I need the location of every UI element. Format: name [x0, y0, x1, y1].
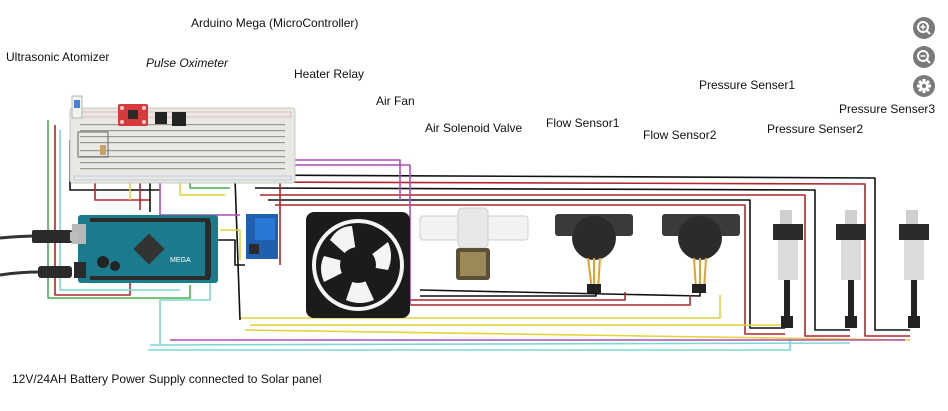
- settings-button[interactable]: [913, 75, 935, 97]
- wire: [244, 329, 911, 341]
- pressure-sensor1-label: Pressure Senser1: [699, 78, 796, 92]
- flow-sensor2-label: Flow Sensor2: [643, 128, 717, 142]
- wire: [275, 204, 785, 335]
- oximeter-label: Pulse Oximeter: [146, 56, 229, 70]
- atomizer-label: Ultrasonic Atomizer: [6, 50, 110, 64]
- flow-sensor-2: [662, 214, 740, 293]
- zoom-in-button[interactable]: [913, 17, 935, 39]
- wire: [244, 174, 910, 331]
- wire: [47, 120, 191, 299]
- pressure-sensor-3: [899, 210, 929, 328]
- wire: [220, 229, 241, 260]
- wire: [159, 280, 211, 345]
- wire: [260, 194, 850, 337]
- battery-label: 12V/24AH Battery Power Supply connected …: [12, 372, 322, 386]
- air-fan-label: Air Fan: [376, 94, 415, 108]
- wire: [419, 289, 701, 297]
- wire: [149, 342, 851, 346]
- wire: [254, 187, 850, 331]
- zoom-out-button[interactable]: [913, 46, 935, 68]
- wire: [268, 199, 785, 329]
- usb-cable: [0, 230, 78, 243]
- gear-icon: [917, 79, 931, 93]
- arduino-mega-board: MEGA: [72, 215, 218, 283]
- pulse-oximeter: [118, 104, 148, 126]
- pressure-sensor3-label: Pressure Senser3: [839, 102, 936, 116]
- board-brand-text: MEGA: [170, 257, 191, 264]
- solenoid-label: Air Solenoid Valve: [425, 121, 523, 135]
- component-chip: [172, 112, 186, 126]
- ultrasonic-atomizer: [71, 95, 109, 158]
- wire: [249, 181, 910, 337]
- wire: [234, 177, 241, 321]
- zoom-out-icon: [917, 50, 931, 64]
- arduino-label: Arduino Mega (MicroController): [191, 16, 359, 30]
- air-solenoid-valve: [419, 207, 529, 280]
- pressure-sensor-1: [773, 210, 803, 328]
- wire: [410, 292, 626, 301]
- component-chip: [155, 112, 167, 124]
- pressure-sensor-2: [836, 210, 866, 328]
- heater-relay: [246, 214, 278, 259]
- pressure-sensor2-label: Pressure Senser2: [767, 122, 864, 136]
- flow-sensor1-label: Flow Sensor1: [546, 116, 620, 130]
- heater-relay-label: Heater Relay: [294, 67, 365, 81]
- wire: [54, 125, 131, 296]
- wire: [59, 130, 180, 291]
- wire: [215, 239, 245, 266]
- air-fan: [306, 212, 410, 318]
- flow-sensor-1: [555, 214, 633, 293]
- wire: [405, 295, 691, 306]
- wire: [148, 338, 791, 351]
- zoom-in-icon: [917, 21, 931, 35]
- dc-power-cable: [0, 266, 72, 278]
